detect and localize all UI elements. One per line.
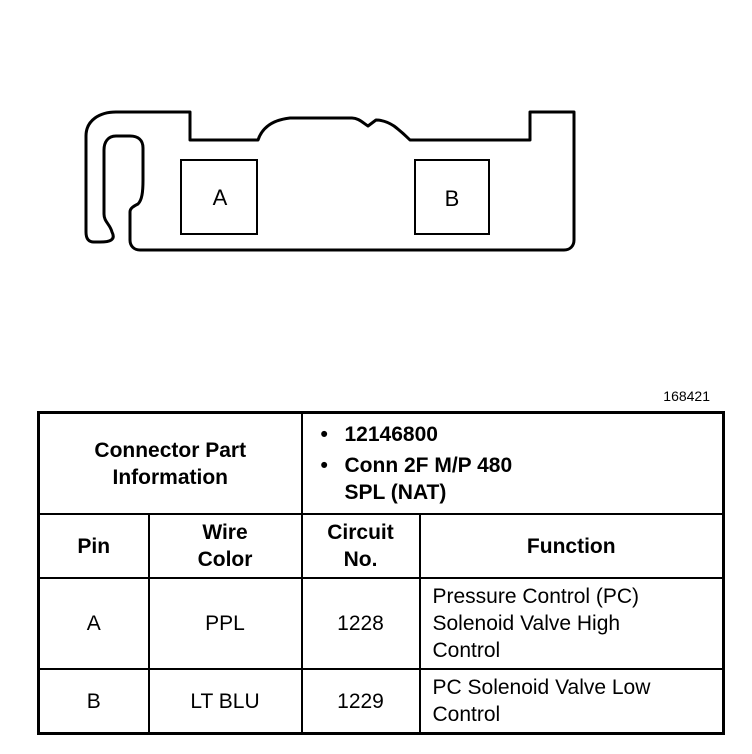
function-line: Control <box>432 639 501 662</box>
function-header-text: Function <box>526 534 616 558</box>
circuit-header-line1: Circuit <box>327 521 394 544</box>
wire-color-header-line2: Color <box>197 548 253 571</box>
part-info-row: Connector Part Information 12146800 Conn… <box>37 411 725 515</box>
part-number-item: 12146800 <box>317 421 723 448</box>
pin-header-text: Pin <box>77 534 111 558</box>
part-number-line: SPL (NAT) <box>344 481 447 504</box>
part-info-label-line1: Connector Part <box>94 438 247 462</box>
connector-body-outline <box>84 110 576 252</box>
circuit-cell: 1229 <box>300 668 421 735</box>
pinout-table: Connector Part Information 12146800 Conn… <box>37 411 725 735</box>
wire-color-cell: LT BLU <box>147 668 303 735</box>
part-number-item: Conn 2F M/P 480 SPL (NAT) <box>317 452 723 506</box>
wire-color-header-line1: Wire <box>202 521 248 544</box>
table-row: A PPL 1228 Pressure Control (PC) Solenoi… <box>37 577 725 670</box>
column-header-row: Pin Wire Color Circuit No. Function <box>37 513 725 579</box>
pin-a-label: A <box>213 185 228 210</box>
pin-cell: A <box>37 577 150 670</box>
part-info-label: Connector Part Information <box>37 411 303 515</box>
wire-color-cell: PPL <box>147 577 303 670</box>
part-info-label-line2: Information <box>112 465 229 489</box>
part-number-list-cell: 12146800 Conn 2F M/P 480 SPL (NAT) <box>300 411 725 515</box>
function-line: Control <box>432 703 501 726</box>
pin-cell: B <box>37 668 150 735</box>
pin-b-cavity: B <box>414 159 490 235</box>
wire-color-column-header: Wire Color <box>147 513 303 579</box>
pin-a-cavity: A <box>180 159 258 235</box>
function-line: PC Solenoid Valve Low <box>432 676 651 699</box>
function-cell: Pressure Control (PC) Solenoid Valve Hig… <box>418 577 725 670</box>
function-column-header: Function <box>418 513 725 579</box>
circuit-header-line2: No. <box>343 548 378 571</box>
part-number-list: 12146800 Conn 2F M/P 480 SPL (NAT) <box>317 421 723 506</box>
table-row: B LT BLU 1229 PC Solenoid Valve Low Cont… <box>37 668 725 735</box>
pin-b-label: B <box>445 186 460 211</box>
circuit-column-header: Circuit No. <box>300 513 421 579</box>
function-line: Pressure Control (PC) <box>432 585 640 608</box>
pin-column-header: Pin <box>37 513 150 579</box>
function-line: Solenoid Valve High <box>432 612 621 635</box>
circuit-cell: 1228 <box>300 577 421 670</box>
function-cell: PC Solenoid Valve Low Control <box>418 668 725 735</box>
part-number-line: Conn 2F M/P 480 <box>344 454 513 477</box>
connector-diagram: A B <box>84 110 576 252</box>
figure-id: 168421 <box>663 388 710 404</box>
